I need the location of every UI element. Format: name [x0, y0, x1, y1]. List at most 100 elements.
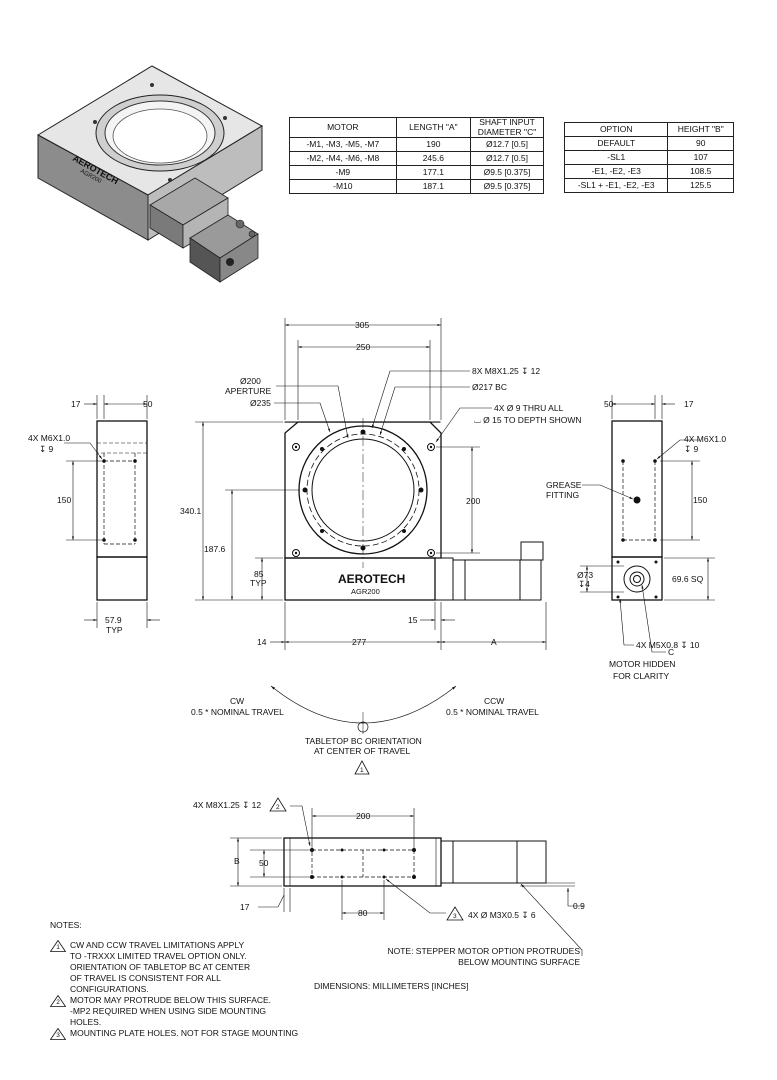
note-line: TO -TRXXX LIMITED TRAVEL OPTION ONLY. — [70, 951, 247, 961]
note-line: OF TRAVEL IS CONSISTENT FOR ALL — [70, 973, 221, 983]
table-cell: 107 — [667, 150, 734, 165]
note-triangle-icon — [50, 940, 66, 952]
right-taps-depth: ↧ 9 — [684, 444, 698, 454]
note-triangle-icon — [50, 995, 66, 1007]
right-dim-73: Ø73 — [577, 570, 593, 580]
bottom-dim-17: 17 — [240, 902, 250, 912]
bottom-taps-ref: 2 — [276, 804, 280, 811]
option-table-header: OPTION HEIGHT "B" — [563, 122, 734, 137]
bottom-dim-200: 200 — [356, 811, 370, 821]
note-line: HOLES. — [70, 1017, 102, 1027]
table-cell: 177.1 — [395, 165, 472, 180]
table-row: -M1, -M3, -M5, -M7 190 Ø12.7 [0.5] — [289, 137, 544, 152]
grease-label-1: GREASE — [546, 480, 582, 490]
table-row: -M10 187.1 Ø9.5 [0.375] — [289, 179, 544, 194]
note-2: 2 MOTOR MAY PROTRUDE BELOW THIS SURFACE.… — [50, 995, 320, 1028]
dim-15: 15 — [408, 615, 418, 625]
note-2-triangle-bottom — [269, 797, 287, 812]
dim-250: 250 — [356, 342, 370, 352]
note-number: 2 — [56, 999, 60, 1006]
table-cell: -M10 — [289, 179, 397, 194]
stepper-note-line-1: NOTE: STEPPER MOTOR OPTION PROTRUDES — [387, 946, 580, 956]
table-cell: -E1, -E2, -E3 — [563, 164, 669, 179]
note-line: MOTOR MAY PROTRUDE BELOW THIS SURFACE. — [70, 995, 272, 1005]
table-cell: 190 — [395, 137, 472, 152]
isometric-product-view: AEROTECH AGR200 — [36, 65, 264, 283]
front-view — [284, 418, 544, 601]
right-dim-sq: 69.6 SQ — [672, 574, 704, 584]
travel-arc — [270, 685, 457, 734]
note-3-triangle-bottom — [446, 906, 464, 921]
front-model-text: AGR200 — [351, 587, 380, 596]
thru-holes-callout: 4X Ø 9 THRU ALL — [494, 403, 564, 413]
motor-table-header: MOTOR LENGTH "A" SHAFT INPUT DIAMETER "C… — [289, 117, 544, 138]
left-taps: 4X M6X1.0 — [28, 433, 70, 443]
right-dim-50: 50 — [604, 399, 614, 409]
right-dim-150: 150 — [693, 495, 707, 505]
grease-label-2: FITTING — [546, 490, 579, 500]
note-3: 3 MOUNTING PLATE HOLES. NOT FOR STAGE MO… — [50, 1028, 320, 1040]
right-taps: 4X M6X1.0 — [684, 434, 726, 444]
table-row: -E1, -E2, -E3 108.5 — [563, 164, 734, 179]
cbore-callout: ⌴ Ø 15 TO DEPTH SHOWN — [474, 415, 582, 425]
table-cell: -SL1 — [563, 150, 669, 165]
note-triangle-icon — [50, 1028, 66, 1040]
option-header-1: HEIGHT "B" — [667, 122, 734, 137]
aperture-diameter: Ø200 — [240, 376, 261, 386]
dim-85-typ: TYP — [250, 578, 267, 588]
right-side-view — [611, 420, 663, 601]
table-cell: 108.5 — [667, 164, 734, 179]
bottom-dimensions — [230, 805, 584, 956]
left-dim-150: 150 — [57, 495, 71, 505]
motor-hidden-2: FOR CLARITY — [613, 671, 670, 681]
table-cell: -M2, -M4, -M6, -M8 — [289, 151, 397, 166]
note-1-triangle — [354, 760, 370, 775]
note-line: ORIENTATION OF TABLETOP BC AT CENTER — [70, 962, 251, 972]
bottom-taps: 4X M8X1.25 ↧ 12 — [193, 800, 261, 810]
table-cell: 90 — [667, 136, 734, 151]
orientation-line-1: TABLETOP BC ORIENTATION — [305, 736, 422, 746]
note-line: -MP2 REQUIRED WHEN USING SIDE MOUNTING — [70, 1006, 266, 1016]
table-cell: Ø12.7 [0.5] — [470, 137, 544, 152]
dim-14: 14 — [257, 637, 267, 647]
table-row: -M2, -M4, -M6, -M8 245.6 Ø12.7 [0.5] — [289, 151, 544, 166]
right-dim-17: 17 — [684, 399, 694, 409]
table-cell: 245.6 — [395, 151, 472, 166]
right-dim-73-depth: ↧4 — [578, 579, 590, 589]
table-row: -SL1 107 — [563, 150, 734, 165]
dim-235: Ø235 — [250, 398, 271, 408]
front-dimensions — [195, 318, 547, 650]
table-cell: Ø9.5 [0.375] — [470, 165, 544, 180]
table-cell: 187.1 — [395, 179, 472, 194]
motor-header-1: LENGTH "A" — [395, 117, 472, 138]
travel-cw-nominal: 0.5 * NOMINAL TRAVEL — [191, 707, 284, 717]
bottom-holes: 4X Ø M3X0.5 ↧ 6 — [468, 910, 536, 920]
front-brand-text: AEROTECH — [338, 572, 405, 586]
bottom-view — [283, 837, 547, 887]
table-cell: -M9 — [289, 165, 397, 180]
table-cell: Ø12.7 [0.5] — [470, 151, 544, 166]
left-dim-50: 50 — [143, 399, 153, 409]
shaft-c-label: C — [668, 647, 674, 657]
travel-cw: CW — [230, 696, 244, 706]
notes-title: NOTES: — [50, 920, 82, 930]
table-row: DEFAULT 90 — [563, 136, 734, 151]
dim-200-front: 200 — [466, 496, 480, 506]
dim-305: 305 — [355, 320, 369, 330]
note-line: CW AND CCW TRAVEL LIMITATIONS APPLY — [70, 940, 245, 950]
table-cell: DEFAULT — [563, 136, 669, 151]
left-dim-typ: TYP — [106, 625, 123, 635]
table-cell: Ø9.5 [0.375] — [470, 179, 544, 194]
bottom-dim-80: 80 — [358, 908, 368, 918]
table-row: -SL1 + -E1, -E2, -E3 125.5 — [563, 178, 734, 193]
note-number: 1 — [56, 944, 60, 951]
stepper-motor-note: NOTE: STEPPER MOTOR OPTION PROTRUDES BEL… — [380, 946, 580, 968]
motor-header-0: MOTOR — [289, 117, 397, 138]
bottom-dim-50: 50 — [259, 858, 269, 868]
left-taps-depth: ↧ 9 — [39, 444, 53, 454]
bolt-circle-callout: Ø217 BC — [472, 382, 507, 392]
tap-holes-callout: 8X M8X1.25 ↧ 12 — [472, 366, 540, 376]
bottom-dim-09: 0.9 — [573, 901, 585, 911]
stepper-note-line-2: BELOW MOUNTING SURFACE — [458, 957, 580, 967]
